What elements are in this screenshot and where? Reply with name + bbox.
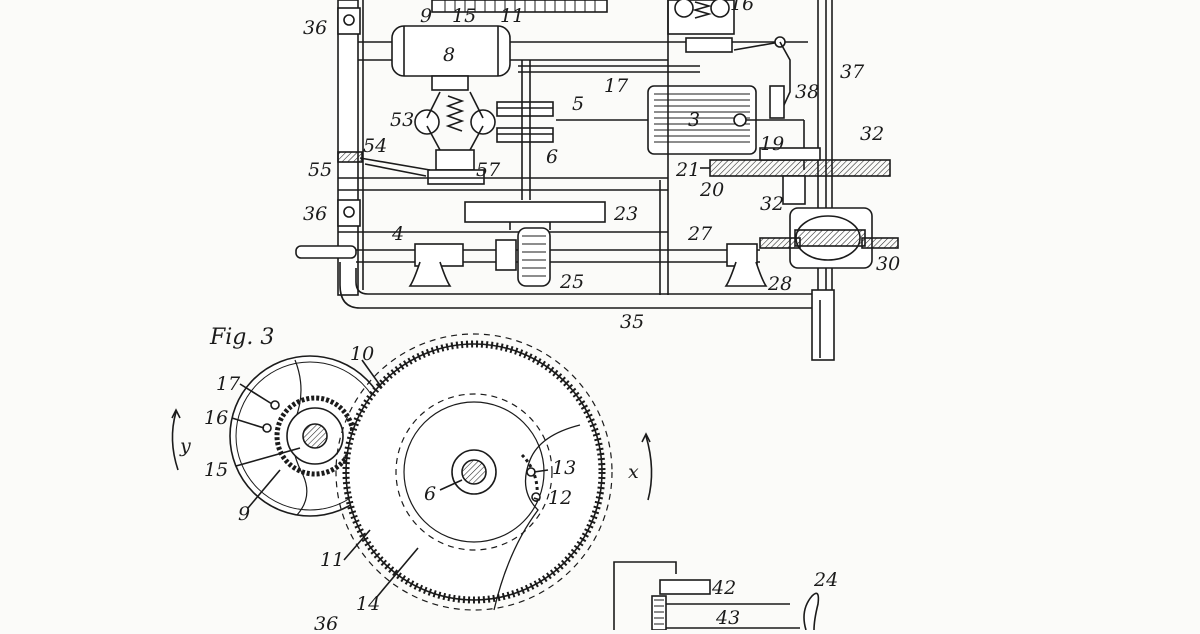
- label-5: 5: [572, 93, 584, 115]
- label-53: 53: [390, 109, 414, 131]
- label-21: 21: [675, 159, 700, 181]
- label-11-top: 11: [500, 5, 524, 27]
- label-43: 43: [715, 607, 740, 629]
- label-f3-x: x: [628, 461, 639, 483]
- label-8: 8: [443, 44, 455, 66]
- figure-label: Fig. 3: [209, 325, 274, 350]
- label-24: 24: [813, 569, 838, 591]
- label-30: 30: [876, 253, 900, 275]
- label-37: 37: [840, 61, 865, 83]
- label-f3-15: 15: [204, 459, 228, 481]
- label-4: 4: [391, 223, 404, 245]
- label-f3-13: 13: [552, 457, 576, 479]
- label-f3-36: 36: [314, 613, 338, 630]
- label-f3-12: 12: [548, 487, 572, 509]
- label-57: 57: [476, 159, 501, 181]
- label-3: 3: [688, 109, 700, 131]
- label-42: 42: [711, 577, 736, 599]
- part-labels: 16 9 15 11 36 8 37 17 53 5 3 38 32 54 6 …: [179, 0, 900, 634]
- label-25: 25: [559, 271, 584, 293]
- table-32: [709, 159, 891, 177]
- label-20: 20: [699, 179, 724, 201]
- label-36-top: 36: [303, 17, 327, 39]
- label-54: 54: [363, 135, 387, 157]
- label-28: 28: [767, 273, 792, 295]
- label-32-top: 32: [860, 123, 884, 145]
- label-19: 19: [760, 133, 784, 155]
- top-gear-housing: [431, 0, 608, 13]
- gear-25: [517, 227, 551, 287]
- label-f3-11: 11: [320, 549, 344, 571]
- label-27: 27: [687, 223, 713, 245]
- label-9-top: 9: [420, 5, 432, 27]
- label-17-top: 17: [604, 75, 629, 97]
- label-f3-14: 14: [356, 593, 380, 615]
- label-6: 6: [546, 146, 558, 168]
- label-38: 38: [795, 81, 819, 103]
- label-f3-10: 10: [350, 343, 374, 365]
- label-f3-16: 16: [204, 407, 228, 429]
- label-32-bottom: 32: [760, 193, 784, 215]
- label-15-top: 15: [452, 5, 476, 27]
- label-55: 55: [308, 159, 332, 181]
- label-36-mid: 36: [303, 203, 327, 225]
- label-f3-9: 9: [238, 503, 250, 525]
- fig3-gear-assembly: [171, 333, 653, 611]
- label-35: 35: [620, 311, 644, 333]
- label-f3-6: 6: [424, 483, 436, 505]
- label-f3-y: y: [179, 435, 191, 457]
- label-16-top: 16: [730, 0, 754, 15]
- label-f3-17: 17: [216, 373, 241, 395]
- label-23: 23: [613, 203, 638, 225]
- upper-machine: [295, 0, 899, 361]
